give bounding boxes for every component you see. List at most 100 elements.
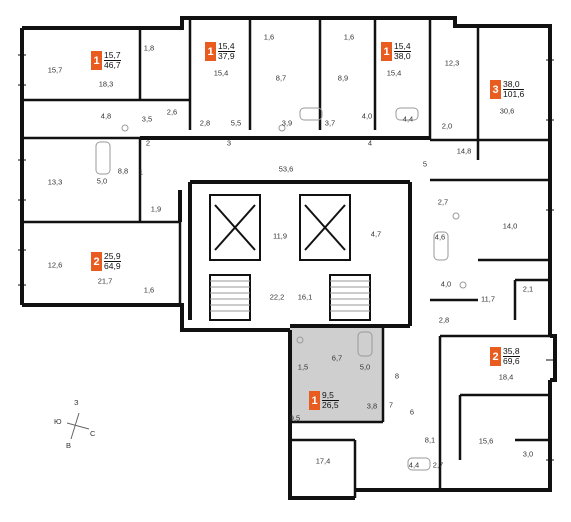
room-area: 1,6: [263, 32, 275, 42]
room-area: 14,8: [456, 146, 472, 156]
apartment-total-area: 37,9: [218, 51, 235, 61]
highlight-area: [290, 326, 383, 422]
apartment-rooms: 1: [309, 391, 320, 410]
room-area: 3,5: [141, 114, 153, 124]
room-area: 12,6: [47, 260, 63, 270]
door-number: 1: [138, 167, 144, 177]
apartment-rooms: 2: [91, 252, 102, 271]
room-area: 8,8: [117, 166, 129, 176]
room-area: 4,7: [370, 229, 382, 239]
room-area: 5,5: [230, 118, 242, 128]
inner-walls: [22, 18, 550, 498]
apartment-living-area: 15,7: [104, 50, 121, 61]
apartment-total-area: 101,6: [503, 89, 525, 99]
room-area: 2,7: [432, 460, 444, 470]
room-area: 15,4: [386, 68, 402, 78]
room-area: 2,0: [441, 121, 453, 131]
apartment-living-area: 15,4: [218, 41, 235, 52]
apartment-rooms: 1: [91, 51, 102, 70]
room-area: 4,4: [402, 114, 414, 124]
apartment-living-area: 25,9: [104, 251, 121, 262]
compass-west: Ю: [54, 417, 62, 426]
room-area: 2,8: [199, 118, 211, 128]
room-area: 1,6: [143, 285, 155, 295]
room-area: 1,5: [297, 362, 309, 372]
room-area: 11,9: [272, 231, 288, 241]
door-number: 7: [388, 400, 394, 410]
room-area: 5,0: [359, 362, 371, 372]
apartment-living-area: 38,0: [503, 80, 525, 90]
stair-steps: [210, 280, 370, 312]
room-area: 3,0: [522, 449, 534, 459]
room-area: 5,0: [96, 176, 108, 186]
room-area: 13,3: [47, 177, 63, 187]
room-area: 22,2: [269, 292, 285, 302]
room-area: 8,1: [424, 435, 436, 445]
room-area: 21,7: [97, 276, 113, 286]
door-number: 2: [145, 138, 151, 148]
room-area: 14,0: [502, 221, 518, 231]
door-number: 6: [409, 407, 415, 417]
door-number: 3: [226, 138, 232, 148]
room-area: 3,9: [281, 118, 293, 128]
apartment-living-area: 9,5: [322, 391, 339, 401]
fixtures: [95, 107, 467, 471]
door-number: 5: [422, 159, 428, 169]
building-core: [209, 194, 371, 321]
corridor-walls: [140, 136, 430, 328]
compass-north: З: [74, 398, 79, 407]
room-area: 6,7: [331, 353, 343, 363]
room-area: 3,8: [366, 401, 378, 411]
apartment-living-area: 35,8: [503, 346, 520, 357]
apartment-rooms: 3: [490, 80, 501, 99]
room-area: 30,6: [499, 106, 515, 116]
apartment-total-area: 38,0: [394, 51, 411, 61]
room-area: 9,5: [289, 413, 301, 423]
door-number: 8: [394, 371, 400, 381]
apartment-living-area: 15,4: [394, 41, 411, 52]
apartment-rooms: 1: [381, 42, 392, 61]
compass-south: В: [66, 441, 72, 450]
apartment-total-area: 26,5: [322, 400, 339, 410]
windows: [18, 54, 554, 461]
room-area: 2,1: [522, 284, 534, 294]
room-area: 11,7: [480, 294, 496, 304]
room-area: 3,7: [324, 118, 336, 128]
apartment-total-area: 64,9: [104, 261, 121, 271]
room-area: 16,1: [297, 292, 313, 302]
room-area: 1,9: [150, 204, 162, 214]
room-area: 53,6: [278, 164, 294, 174]
room-area: 1,8: [143, 43, 155, 53]
apartment-rooms: 2: [490, 347, 501, 366]
door-number: 4: [367, 138, 373, 148]
room-area: 4,8: [100, 111, 112, 121]
room-area: 8,7: [275, 73, 287, 83]
room-area: 4,4: [408, 460, 420, 470]
room-area: 2,8: [438, 315, 450, 325]
room-area: 15,4: [213, 68, 229, 78]
compass-icon: [66, 412, 90, 440]
room-area: 2,7: [437, 197, 449, 207]
room-area: 17,4: [315, 456, 331, 466]
room-area: 2,6: [166, 107, 178, 117]
room-area: 4,6: [434, 232, 446, 242]
room-area: 12,3: [444, 58, 460, 68]
room-area: 15,7: [47, 65, 63, 75]
apartment-total-area: 46,7: [104, 60, 121, 70]
room-area: 1,6: [343, 32, 355, 42]
room-area: 18,4: [498, 372, 514, 382]
outer-walls: [20, 16, 557, 500]
room-area: 4,0: [440, 279, 452, 289]
room-area: 8,9: [337, 73, 349, 83]
room-area: 15,6: [478, 436, 494, 446]
room-area: 4,0: [361, 111, 373, 121]
